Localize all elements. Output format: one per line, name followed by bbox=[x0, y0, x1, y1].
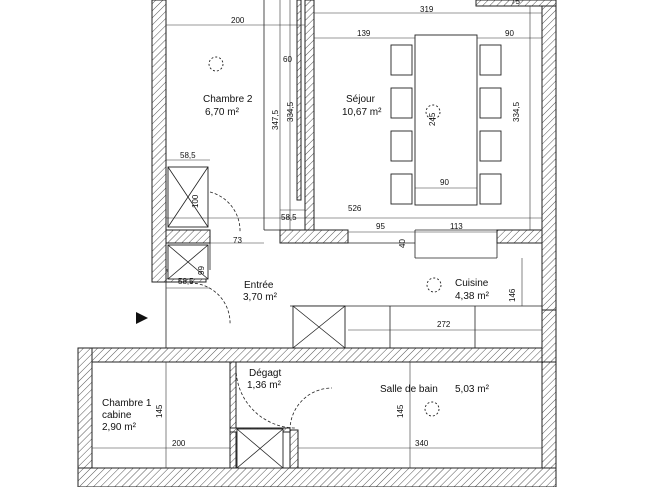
room-area-salle-de-bain: 5,03 m² bbox=[455, 384, 490, 395]
wall-lower-left bbox=[77, 347, 93, 487]
room-label-chambre1-cabine: cabine bbox=[102, 410, 132, 421]
dim-label: 319 bbox=[420, 5, 434, 14]
room-label-chambre1: Chambre 1 bbox=[102, 398, 152, 409]
chair bbox=[479, 130, 502, 162]
dim-label: 100 bbox=[191, 194, 200, 208]
ceiling-light-icon bbox=[208, 56, 224, 72]
wall-partition-stub bbox=[296, 0, 302, 201]
room-label-sejour: Séjour bbox=[346, 94, 376, 105]
entrance-arrow-icon bbox=[136, 312, 148, 324]
wall-top-right-stub bbox=[475, 0, 557, 7]
room-area-degagt: 1,36 m² bbox=[247, 380, 282, 391]
dim-label: 90 bbox=[505, 29, 514, 38]
ceiling-light-icon bbox=[425, 104, 441, 120]
room-area-entree: 3,70 m² bbox=[243, 292, 278, 303]
chair bbox=[390, 130, 413, 162]
ventilation-shaft-icon bbox=[236, 428, 284, 469]
interior-lines bbox=[152, 0, 542, 428]
dim-label: 73 bbox=[233, 236, 242, 245]
door-swing-icon bbox=[235, 367, 297, 429]
wall-entry-left-upper bbox=[165, 229, 211, 244]
dim-label: 146 bbox=[508, 288, 517, 302]
door-swing-icon bbox=[209, 191, 241, 233]
wall-cuisine-right bbox=[496, 229, 543, 244]
dim-label: 200 bbox=[231, 16, 245, 25]
room-area-chambre1: 2,90 m² bbox=[102, 422, 137, 433]
dim-label: 334,5 bbox=[286, 101, 295, 122]
wall-upper-left bbox=[151, 0, 167, 283]
wall-bottom bbox=[77, 467, 557, 487]
door-swing-icon bbox=[289, 387, 333, 431]
ceiling-light-icon bbox=[426, 277, 442, 293]
room-label-degagt: Dégagt bbox=[249, 368, 281, 379]
wall-main-lower-band bbox=[77, 347, 543, 363]
dim-label: 58,5 bbox=[178, 277, 194, 286]
ceiling-light-icon bbox=[424, 401, 440, 417]
dim-label: 145 bbox=[155, 404, 164, 418]
wall-sejour-bottom bbox=[279, 229, 349, 244]
dim-label: 60 bbox=[283, 55, 292, 64]
chair bbox=[479, 87, 502, 119]
door-swing-icon bbox=[189, 282, 231, 326]
dim-label: 272 bbox=[437, 320, 451, 329]
room-label-entree: Entrée bbox=[244, 280, 274, 291]
dim-label: 526 bbox=[348, 204, 362, 213]
chair bbox=[390, 44, 413, 76]
dim-label: 58,5 bbox=[180, 151, 196, 160]
chair bbox=[479, 173, 502, 205]
dim-label: 340 bbox=[415, 439, 429, 448]
ventilation-shaft-icon bbox=[167, 166, 209, 228]
dim-label: 334,5 bbox=[512, 101, 521, 122]
chair bbox=[479, 44, 502, 76]
wall-degagt-right bbox=[289, 429, 299, 469]
dim-label: 113 bbox=[450, 222, 463, 231]
dim-label: 90 bbox=[440, 178, 449, 187]
dim-label: 347,5 bbox=[271, 109, 280, 130]
dim-label: 75 bbox=[511, 0, 520, 6]
dim-label: 245 bbox=[428, 112, 437, 126]
dim-label: 95 bbox=[376, 222, 385, 231]
dim-label: 66 bbox=[196, 266, 205, 275]
dimension-lines bbox=[92, 0, 542, 468]
chair bbox=[390, 173, 413, 205]
ventilation-shaft-icon bbox=[167, 244, 209, 280]
dim-label: 139 bbox=[357, 29, 371, 38]
chair bbox=[390, 87, 413, 119]
dining-table bbox=[414, 34, 478, 206]
room-area-sejour: 10,67 m² bbox=[342, 107, 382, 118]
wall-upper-right bbox=[541, 0, 557, 311]
wall-degagt-left bbox=[229, 361, 237, 469]
room-label-chambre2: Chambre 2 bbox=[203, 94, 253, 105]
room-area-cuisine: 4,38 m² bbox=[455, 291, 490, 302]
wall-main-lower-band-right bbox=[541, 309, 557, 363]
wall-partition-chambre2-sejour bbox=[304, 0, 315, 231]
dim-label: 58,5 bbox=[281, 213, 297, 222]
dining-set bbox=[390, 34, 502, 206]
dim-label: 200 bbox=[172, 439, 186, 448]
dim-label: 40 bbox=[398, 239, 407, 248]
room-label-salle-de-bain: Salle de bain bbox=[380, 384, 438, 395]
room-area-chambre2: 6,70 m² bbox=[205, 107, 240, 118]
dim-label: 145 bbox=[396, 404, 405, 418]
room-label-cuisine: Cuisine bbox=[455, 278, 489, 289]
ventilation-shaft-icon bbox=[292, 305, 346, 349]
wall-lower-right bbox=[541, 361, 557, 487]
